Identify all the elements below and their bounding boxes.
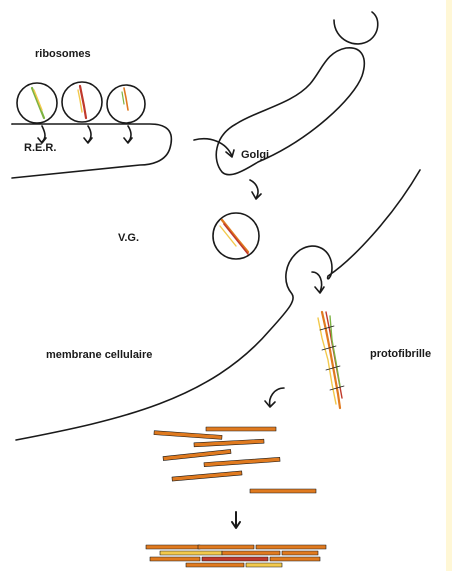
nascent-chain [34,90,42,110]
label-vg: V.G. [118,233,139,244]
label-protofibrille: protofibrille [370,349,431,360]
label-membrane: membrane cellulaire [46,350,152,361]
label-ribosomes: ribosomes [35,49,91,60]
ribosome-circle [107,85,145,123]
fibril [206,427,276,431]
arrowhead [124,138,132,143]
fibril [172,471,242,481]
fibril [154,431,222,440]
nascent-chain [122,92,124,104]
fibril [163,449,231,460]
ribosome-circle [62,82,102,122]
rer-to-golgi-arrow [194,139,232,156]
label-golgi: Golgi [241,150,269,161]
fibril [204,457,280,466]
arrowhead [315,287,324,293]
collagen-fibrils [154,427,316,493]
label-rer: R.E.R. [24,143,56,154]
nascent-chains [32,86,128,118]
assembly-arrow [270,388,284,406]
vesicle-procollagen [220,220,248,254]
ribosome-arrows [38,126,132,143]
nascent-chain [124,88,128,110]
golgi-vesicle-top [334,12,378,44]
protofibril-strand [318,312,344,408]
fibril-bundle [146,545,326,567]
nascent-chain [32,88,44,118]
arrowhead [84,138,92,143]
fibril [250,489,316,493]
fibril [194,439,264,447]
golgi-membrane [216,48,364,175]
cell-membrane [16,170,420,440]
